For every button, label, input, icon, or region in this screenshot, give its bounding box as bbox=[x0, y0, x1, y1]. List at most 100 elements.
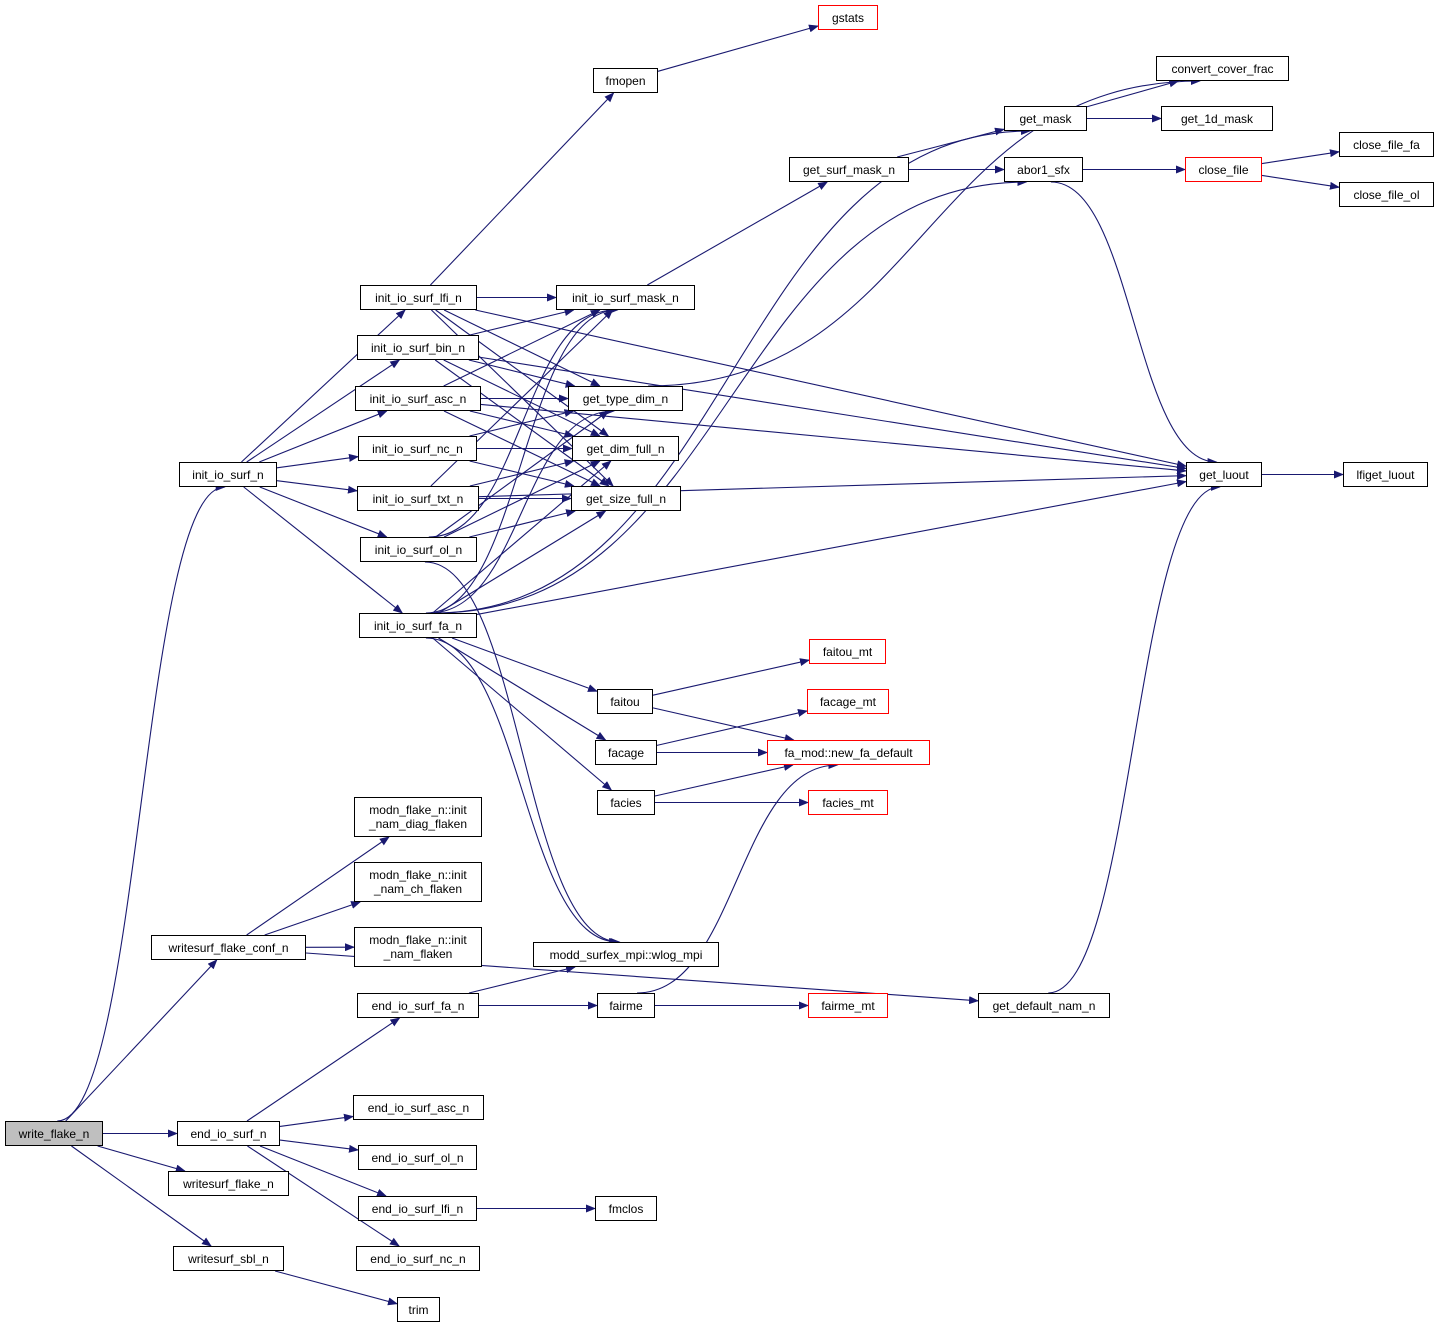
edge-init-io-surf-fa-n-to-facies bbox=[432, 637, 613, 791]
node-init-io-surf-bin-n[interactable]: init_io_surf_bin_n bbox=[357, 335, 479, 360]
node-init-nam-ch-flaken[interactable]: modn_flake_n::init _nam_ch_flaken bbox=[354, 862, 482, 902]
edge-get-surf-mask-n-to-get-mask bbox=[897, 127, 1005, 158]
edge-end-io-surf-n-to-end-io-surf-lfi-n bbox=[259, 1145, 387, 1197]
node-init-io-surf-fa-n[interactable]: init_io_surf_fa_n bbox=[359, 613, 477, 638]
edge-end-io-surf-n-to-end-io-surf-nc-n bbox=[247, 1145, 400, 1247]
node-gstats[interactable]: gstats bbox=[818, 5, 878, 30]
edge-init-io-surf-n-to-init-io-surf-bin-n bbox=[246, 359, 401, 463]
edge-faitou-to-new-fa-default bbox=[652, 707, 795, 742]
edge-init-io-surf-n-to-init-io-surf-asc-n bbox=[259, 410, 388, 463]
node-init-io-surf-mask-n[interactable]: init_io_surf_mask_n bbox=[556, 285, 695, 310]
edge-close-file-to-close-file-fa bbox=[1261, 149, 1340, 165]
edge-init-io-surf-fa-n-to-get-mask bbox=[433, 127, 1032, 614]
node-end-io-surf-n[interactable]: end_io_surf_n bbox=[177, 1121, 280, 1146]
node-end-io-surf-ol-n[interactable]: end_io_surf_ol_n bbox=[358, 1145, 477, 1170]
node-writesurf-flake-conf-n[interactable]: writesurf_flake_conf_n bbox=[151, 935, 306, 960]
node-close-file-fa[interactable]: close_file_fa bbox=[1339, 132, 1434, 157]
node-init-io-surf-ol-n[interactable]: init_io_surf_ol_n bbox=[360, 537, 477, 562]
node-new-fa-default[interactable]: fa_mod::new_fa_default bbox=[767, 740, 930, 765]
node-trim[interactable]: trim bbox=[397, 1297, 440, 1322]
node-get-luout[interactable]: get_luout bbox=[1186, 462, 1262, 487]
edge-init-io-surf-lfi-n-to-fmopen bbox=[430, 92, 615, 286]
node-get-mask[interactable]: get_mask bbox=[1004, 106, 1087, 131]
edge-init-io-surf-fa-n-to-get-type-dim-n bbox=[429, 407, 616, 614]
edge-init-io-surf-fa-n-to-get-size-full-n bbox=[438, 510, 607, 614]
edge-init-io-surf-fa-n-to-get-luout bbox=[476, 479, 1187, 615]
edge-init-io-surf-n-to-init-io-surf-ol-n bbox=[259, 486, 388, 538]
edge-writesurf-flake-conf-n-to-init-nam-ch-flaken bbox=[264, 901, 362, 936]
node-close-file-ol[interactable]: close_file_ol bbox=[1339, 182, 1434, 207]
edge-init-io-surf-bin-n-to-get-type-dim-n bbox=[468, 359, 576, 388]
edge-init-io-surf-ol-n-to-get-type-dim-n bbox=[435, 410, 610, 538]
edge-init-io-surf-txt-n-to-get-dim-full-n bbox=[469, 459, 575, 487]
node-convert-cover-frac[interactable]: convert_cover_frac bbox=[1156, 56, 1289, 81]
edge-get-default-nam-n-to-get-luout bbox=[1048, 483, 1221, 994]
edge-init-io-surf-n-to-init-io-surf-txt-n bbox=[276, 480, 358, 494]
node-fairme[interactable]: fairme bbox=[597, 993, 655, 1018]
node-facies-mt[interactable]: facies_mt bbox=[808, 790, 888, 815]
node-get-1d-mask[interactable]: get_1d_mask bbox=[1161, 106, 1273, 131]
edge-end-io-surf-n-to-end-io-surf-ol-n bbox=[279, 1139, 359, 1153]
edge-end-io-surf-n-to-end-io-surf-asc-n bbox=[279, 1113, 354, 1127]
node-get-type-dim-n[interactable]: get_type_dim_n bbox=[568, 386, 683, 411]
edge-write-flake-n-to-init-io-surf-n bbox=[57, 483, 226, 1122]
edge-init-io-surf-fa-n-to-facage bbox=[438, 637, 607, 741]
edge-faitou-to-faitou-mt bbox=[652, 658, 810, 696]
node-init-io-surf-nc-n[interactable]: init_io_surf_nc_n bbox=[358, 436, 477, 461]
edge-init-io-surf-ol-n-to-init-io-surf-mask-n bbox=[428, 306, 617, 538]
node-end-io-surf-nc-n[interactable]: end_io_surf_nc_n bbox=[356, 1246, 480, 1271]
node-fairme-mt[interactable]: fairme_mt bbox=[808, 993, 888, 1018]
node-get-surf-mask-n[interactable]: get_surf_mask_n bbox=[789, 157, 909, 182]
edge-fmopen-to-gstats bbox=[657, 24, 819, 72]
node-get-dim-full-n[interactable]: get_dim_full_n bbox=[572, 436, 679, 461]
node-faitou-mt[interactable]: faitou_mt bbox=[809, 639, 886, 664]
edge-init-io-surf-bin-n-to-init-io-surf-mask-n bbox=[469, 308, 575, 336]
node-init-io-surf-n[interactable]: init_io_surf_n bbox=[179, 462, 277, 487]
node-writesurf-sbl-n[interactable]: writesurf_sbl_n bbox=[173, 1246, 284, 1271]
edge-writesurf-sbl-n-to-trim bbox=[274, 1270, 398, 1306]
node-init-nam-flaken[interactable]: modn_flake_n::init _nam_flaken bbox=[354, 927, 482, 967]
node-end-io-surf-asc-n[interactable]: end_io_surf_asc_n bbox=[353, 1095, 484, 1120]
node-init-io-surf-lfi-n[interactable]: init_io_surf_lfi_n bbox=[360, 285, 477, 310]
edge-init-io-surf-asc-n-to-get-luout bbox=[480, 403, 1187, 475]
edge-init-io-surf-n-to-init-io-surf-nc-n bbox=[276, 453, 359, 469]
node-init-io-surf-txt-n[interactable]: init_io_surf_txt_n bbox=[357, 486, 479, 511]
node-facage[interactable]: facage bbox=[595, 740, 657, 765]
edge-write-flake-n-to-writesurf-sbl-n bbox=[71, 1145, 212, 1247]
edge-init-io-surf-fa-n-to-init-io-surf-mask-n bbox=[425, 306, 619, 614]
node-abor1-sfx[interactable]: abor1_sfx bbox=[1004, 157, 1083, 182]
edge-facies-to-new-fa-default bbox=[654, 763, 794, 797]
edge-writesurf-flake-conf-n-to-init-nam-diag-flaken bbox=[246, 836, 390, 936]
node-fmclos[interactable]: fmclos bbox=[595, 1196, 657, 1221]
node-wlog-mpi[interactable]: modd_surfex_mpi::wlog_mpi bbox=[533, 942, 719, 967]
edge-init-io-surf-ol-n-to-get-dim-full-n bbox=[443, 460, 601, 538]
node-faitou[interactable]: faitou bbox=[597, 689, 653, 714]
node-init-io-surf-asc-n[interactable]: init_io_surf_asc_n bbox=[355, 386, 481, 411]
node-end-io-surf-lfi-n[interactable]: end_io_surf_lfi_n bbox=[358, 1196, 477, 1221]
edge-get-type-dim-n-to-convert-cover-frac bbox=[648, 77, 1201, 387]
node-close-file[interactable]: close_file bbox=[1185, 157, 1262, 182]
node-facies[interactable]: facies bbox=[597, 790, 655, 815]
edge-abor1-sfx-to-get-luout bbox=[1050, 181, 1218, 466]
edge-init-io-surf-mask-n-to-get-surf-mask-n bbox=[647, 181, 829, 286]
edge-fairme-to-new-fa-default bbox=[636, 761, 839, 994]
node-facage-mt[interactable]: facage_mt bbox=[807, 689, 889, 714]
node-get-default-nam-n[interactable]: get_default_nam_n bbox=[978, 993, 1110, 1018]
edge-write-flake-n-to-writesurf-flake-conf-n bbox=[65, 959, 218, 1122]
node-end-io-surf-fa-n[interactable]: end_io_surf_fa_n bbox=[357, 993, 479, 1018]
edge-close-file-to-close-file-ol bbox=[1261, 174, 1340, 190]
edge-init-io-surf-n-to-init-io-surf-fa-n bbox=[243, 486, 404, 614]
edge-facage-to-facage-mt bbox=[656, 709, 808, 746]
edge-get-mask-to-convert-cover-frac bbox=[1086, 79, 1180, 108]
node-writesurf-flake-n[interactable]: writesurf_flake_n bbox=[168, 1171, 289, 1196]
node-fmopen[interactable]: fmopen bbox=[593, 68, 658, 93]
edge-init-io-surf-lfi-n-to-get-luout bbox=[475, 309, 1187, 469]
edge-init-io-surf-fa-n-to-faitou bbox=[451, 637, 598, 692]
node-init-nam-diag-flaken[interactable]: modn_flake_n::init _nam_diag_flaken bbox=[354, 797, 482, 837]
node-write-flake-n[interactable]: write_flake_n bbox=[5, 1121, 103, 1146]
edge-init-io-surf-bin-n-to-get-luout bbox=[478, 356, 1187, 472]
node-lfiget-luout[interactable]: lfiget_luout bbox=[1343, 462, 1428, 487]
node-get-size-full-n[interactable]: get_size_full_n bbox=[571, 486, 681, 511]
